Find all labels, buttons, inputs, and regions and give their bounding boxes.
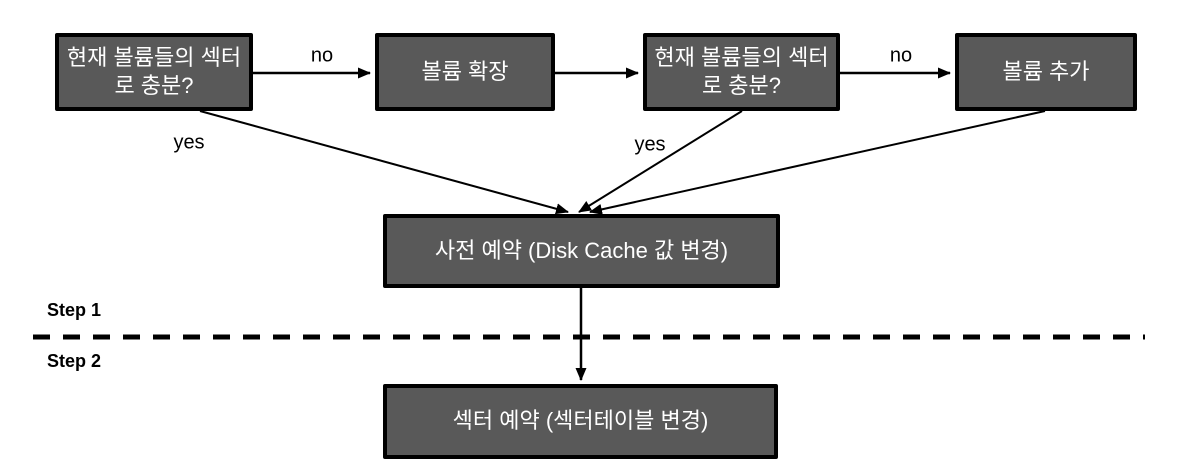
node-expand-volume-label: 볼륨 확장	[421, 58, 509, 84]
node-add-volume: 볼륨 추가	[955, 33, 1137, 111]
edge-add-to-reserve	[589, 110, 1046, 215]
node-check-sectors-2: 현재 볼륨들의 섹터로 충분?	[643, 33, 840, 111]
edge-label-no-2: no	[889, 44, 913, 67]
node-expand-volume: 볼륨 확장	[375, 33, 555, 111]
node-sector-reserve-label: 섹터 예약 (섹터테이블 변경)	[452, 408, 709, 434]
edge-label-yes-2: yes	[634, 133, 666, 156]
node-check-sectors-2-label: 현재 볼륨들의 섹터로 충분?	[654, 44, 829, 98]
edge-yes2-to-reserve	[578, 110, 743, 213]
edge-label-yes-1: yes	[173, 131, 205, 154]
node-sector-reserve: 섹터 예약 (섹터테이블 변경)	[383, 384, 778, 459]
node-add-volume-label: 볼륨 추가	[1002, 58, 1090, 84]
node-check-sectors-1: 현재 볼륨들의 섹터로 충분?	[55, 33, 253, 111]
node-pre-reserve: 사전 예약 (Disk Cache 값 변경)	[383, 214, 780, 288]
node-check-sectors-1-label: 현재 볼륨들의 섹터로 충분?	[66, 44, 242, 98]
edge-label-no-1: no	[310, 44, 334, 67]
edge-yes1-to-reserve	[199, 110, 569, 215]
step2-label: Step 2	[47, 351, 102, 371]
step1-label: Step 1	[47, 300, 102, 320]
node-pre-reserve-label: 사전 예약 (Disk Cache 값 변경)	[434, 237, 729, 263]
